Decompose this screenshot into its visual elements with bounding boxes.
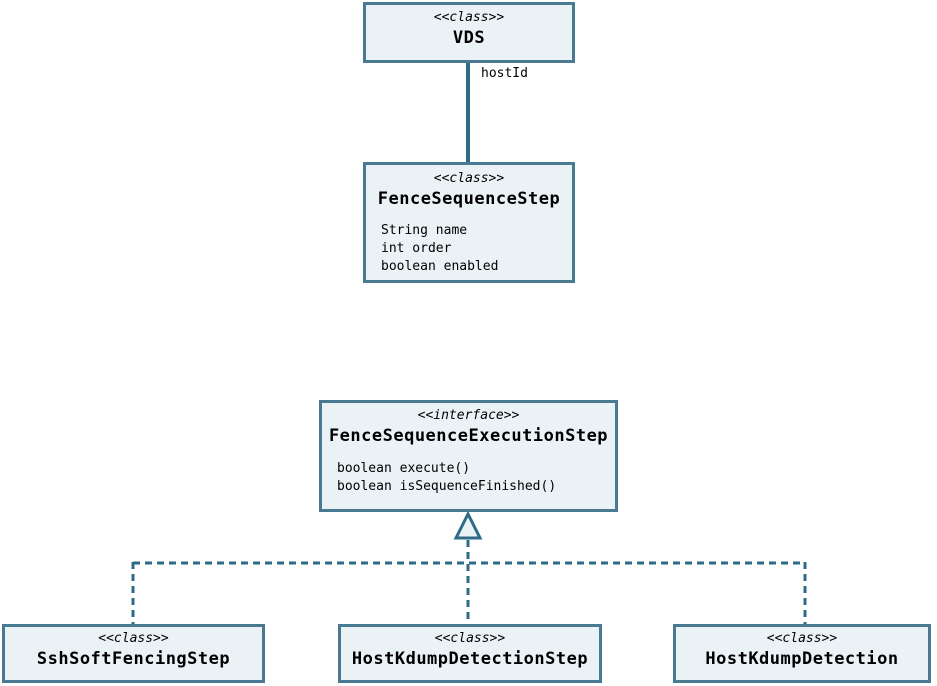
stereotype-label: <<class>> — [433, 10, 505, 25]
class-name: VDS — [452, 28, 486, 48]
interface-name: FenceSequenceExecutionStep — [328, 426, 609, 446]
class-name: FenceSequenceStep — [377, 189, 561, 209]
method-list: boolean execute() boolean isSequenceFini… — [322, 460, 615, 496]
generalization-arrowhead — [453, 510, 483, 540]
attribute-item: String name — [381, 223, 468, 238]
stereotype-label: <<class>> — [98, 631, 169, 646]
method-item: boolean isSequenceFinished() — [337, 479, 557, 494]
stereotype-label: <<class>> — [433, 171, 505, 186]
class-box-vds: <<class>> VDS — [363, 2, 575, 63]
class-name: HostKdumpDetectionStep — [351, 649, 589, 669]
class-name: HostKdumpDetection — [705, 649, 899, 669]
class-box-hostkdumpdetectionstep: <<class>> HostKdumpDetectionStep — [338, 624, 602, 683]
attribute-item: int order — [381, 241, 452, 256]
class-name: SshSoftFencingStep — [36, 649, 231, 669]
stereotype-label: <<interface>> — [417, 408, 520, 423]
attribute-list: String name int order boolean enabled — [366, 222, 572, 276]
method-item: boolean execute() — [337, 461, 471, 476]
class-box-sshsoftfencingstep: <<class>> SshSoftFencingStep — [2, 624, 265, 683]
interface-box-fencesequenceexecutionstep: <<interface>> FenceSequenceExecutionStep… — [319, 400, 618, 512]
association-label-hostid: hostId — [481, 66, 528, 81]
attribute-item: boolean enabled — [381, 259, 499, 274]
stereotype-label: <<class>> — [434, 631, 506, 646]
class-box-hostkdumpdetection: <<class>> HostKdumpDetection — [673, 624, 931, 683]
class-box-fencesequencestep: <<class>> FenceSequenceStep String name … — [363, 162, 575, 283]
stereotype-label: <<class>> — [766, 631, 838, 646]
